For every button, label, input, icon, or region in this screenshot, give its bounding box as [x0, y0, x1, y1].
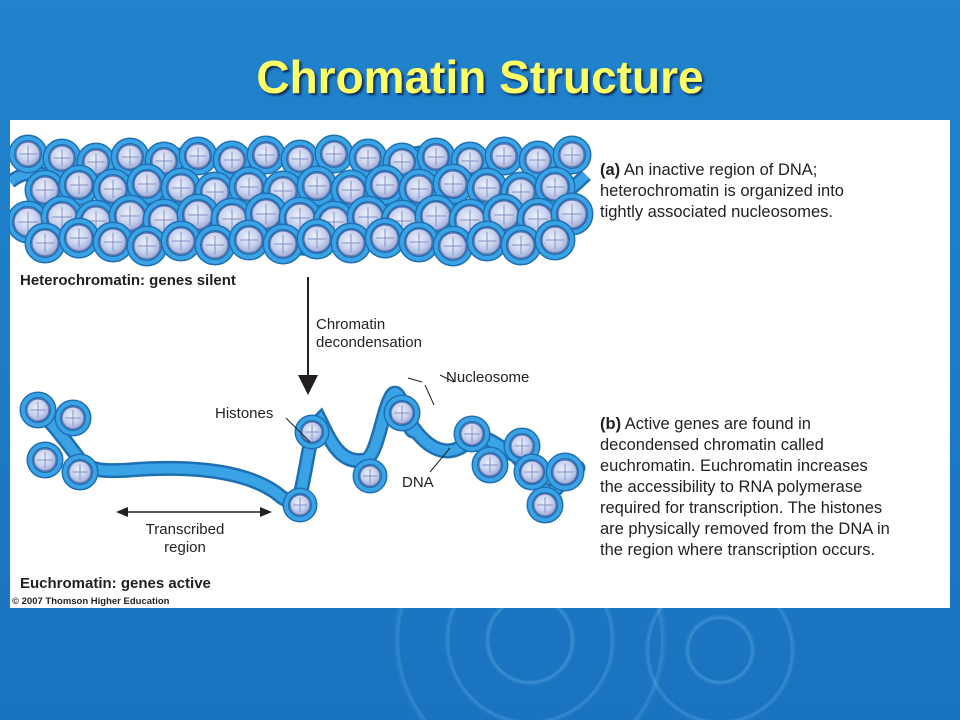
nucleosome-icon: [500, 224, 542, 266]
transcribed-region-label: Transcribed region: [145, 521, 225, 556]
nucleosome-pointer: [424, 384, 435, 406]
figure-panel: (a) An inactive region of DNA; heterochr…: [10, 120, 950, 608]
nucleosome-icon: [513, 453, 551, 491]
nucleosome-bracket: [407, 377, 423, 383]
nucleosome-icon: [471, 446, 509, 484]
nucleosome-icon: [545, 452, 585, 492]
chromatin-illustration: [10, 134, 594, 524]
nucleosome-icon: [352, 458, 388, 494]
nucleosome-icon: [330, 222, 372, 264]
euchromatin-nucleosomes: [19, 391, 585, 524]
caption-b: (b) Active genes are found in decondense…: [600, 415, 890, 559]
nucleosome-icon: [228, 219, 270, 261]
nucleosome-icon: [364, 164, 406, 206]
histones-label: Histones: [215, 405, 274, 422]
nucleosome-icon: [282, 487, 318, 523]
nucleosome-icon: [484, 136, 524, 176]
nucleosome-icon: [432, 225, 474, 267]
nucleosome-icon: [296, 218, 338, 260]
nucleosome-icon: [10, 134, 48, 174]
nucleosome-icon: [526, 486, 564, 524]
nucleosome-label: Nucleosome: [446, 369, 530, 386]
nucleosome-icon: [466, 220, 508, 262]
nucleosome-icon: [550, 192, 594, 236]
euchromatin-label: Euchromatin: genes active: [20, 575, 211, 592]
nucleosome-icon: [534, 219, 576, 261]
nucleosome-icon: [58, 217, 100, 259]
nucleosome-icon: [383, 394, 421, 432]
nucleosome-icon: [246, 135, 286, 175]
nucleosome-icon: [364, 217, 406, 259]
nucleosome-icon: [294, 414, 330, 450]
nucleosome-icon: [61, 453, 99, 491]
nucleosome-icon: [453, 415, 491, 453]
nucleosome-icon: [194, 224, 236, 266]
nucleosome-icon: [314, 134, 354, 174]
dna-label: DNA: [402, 474, 434, 491]
nucleosome-icon: [160, 220, 202, 262]
nucleosome-tick: [439, 374, 455, 383]
nucleosome-icon: [54, 399, 92, 437]
nucleosome-icon: [262, 223, 304, 265]
nucleosome-icon: [19, 391, 57, 429]
nucleosome-icon: [552, 135, 592, 175]
nucleosome-icon: [24, 222, 66, 264]
decondensation-label: Chromatin decondensation: [316, 316, 422, 351]
heterochromatin-label: Heterochromatin: genes silent: [20, 272, 236, 289]
nucleosome-icon: [398, 221, 440, 263]
caption-a: (a) An inactive region of DNA; heterochr…: [600, 161, 844, 221]
nucleosome-icon: [26, 441, 64, 479]
copyright-notice: © 2007 Thomson Higher Education: [12, 596, 170, 607]
heterochromatin-nucleosomes: [10, 134, 594, 267]
nucleosome-icon: [126, 225, 168, 267]
nucleosome-icon: [178, 136, 218, 176]
nucleosome-icon: [92, 221, 134, 263]
histones-pointer: [285, 417, 311, 443]
nucleosome-icon: [126, 163, 168, 205]
dna-pointer: [429, 447, 451, 473]
slide-title: Chromatin Structure: [256, 51, 704, 103]
transcribed-region-arrow: [116, 507, 272, 517]
